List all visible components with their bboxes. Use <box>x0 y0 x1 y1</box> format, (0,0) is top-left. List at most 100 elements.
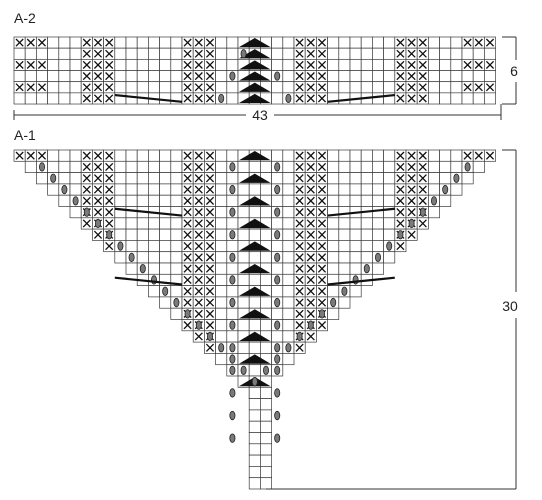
cross-stitch-icon <box>396 241 405 251</box>
grid-cell <box>24 92 37 105</box>
grid-cell <box>237 319 250 332</box>
cross-stitch-icon <box>183 298 192 307</box>
grid-cell <box>450 81 463 94</box>
cross-stitch-icon <box>194 241 203 251</box>
cross-stitch-icon <box>418 72 427 81</box>
yarn-over-icon <box>229 410 236 421</box>
cross-stitch-icon <box>105 83 114 92</box>
grid-cell <box>47 149 60 162</box>
cross-stitch-icon <box>194 219 203 228</box>
grid-cell <box>136 149 149 162</box>
grid-cell <box>215 330 228 343</box>
grid-cell <box>260 409 272 422</box>
grid-cell <box>383 47 396 60</box>
grid-cell <box>148 58 160 71</box>
cross-stitch-icon <box>194 162 203 172</box>
cross-stitch-icon <box>15 151 24 160</box>
cross-stitch-icon <box>26 38 35 47</box>
grid-cell <box>327 307 340 320</box>
cross-stitch-icon <box>15 83 24 92</box>
grid-cell <box>327 81 340 94</box>
cross-stitch-icon <box>306 38 315 47</box>
cross-stitch-icon <box>306 230 315 239</box>
triangle-decrease-icon <box>239 49 271 59</box>
grid-cell <box>114 36 127 49</box>
grid-cell <box>372 172 384 185</box>
grid-cell <box>282 172 295 185</box>
grid-cell <box>170 194 183 207</box>
yarn-over-icon <box>106 230 113 240</box>
grid-cell <box>69 149 82 162</box>
grid-cell <box>372 92 384 105</box>
yarn-over-icon <box>274 252 281 263</box>
slant-line-icon <box>327 93 395 103</box>
cross-stitch-icon <box>183 94 192 103</box>
grid-cell <box>439 194 452 207</box>
yarn-over-icon <box>229 320 236 330</box>
cross-stitch-icon <box>295 38 304 47</box>
chart-a2-symbols <box>15 38 495 104</box>
grid-cell <box>215 307 228 320</box>
grid-cell <box>327 70 340 83</box>
cross-stitch-icon <box>105 72 114 81</box>
grid-cell <box>360 36 373 49</box>
cross-stitch-icon <box>183 264 192 273</box>
grid-cell <box>349 240 362 253</box>
cross-stitch-icon <box>317 94 327 103</box>
grid-cell <box>472 160 485 173</box>
slant-line-icon <box>327 207 395 217</box>
grid-cell <box>360 183 373 196</box>
grid-cell <box>69 206 82 219</box>
grid-cell <box>248 296 261 309</box>
yarn-over-icon <box>117 241 124 251</box>
grid-cell <box>248 466 261 479</box>
grid-cell <box>282 81 295 94</box>
grid-cell <box>383 36 396 49</box>
cross-stitch-icon <box>306 219 315 228</box>
grid-cell <box>226 149 239 162</box>
grid-cell <box>372 194 384 207</box>
cross-stitch-icon <box>93 94 103 103</box>
cross-stitch-icon <box>407 72 416 81</box>
cross-stitch-icon <box>205 264 215 273</box>
cross-stitch-icon <box>407 60 416 69</box>
cross-stitch-icon <box>93 72 103 81</box>
grid-cell <box>47 47 60 60</box>
triangle-decrease-icon <box>239 286 271 296</box>
yarn-over-icon <box>206 331 213 342</box>
yarn-over-icon <box>162 286 169 296</box>
cross-stitch-icon <box>194 275 203 285</box>
grid-cell <box>136 194 149 207</box>
cross-stitch-icon <box>105 241 114 251</box>
grid-cell <box>125 70 138 83</box>
grid-cell <box>237 206 250 219</box>
cross-stitch-icon <box>407 174 416 183</box>
grid-cell <box>159 81 172 94</box>
grid-cell <box>428 92 440 105</box>
yarn-over-icon <box>39 162 46 172</box>
grid-cell <box>383 183 396 196</box>
cross-stitch-icon <box>205 60 215 69</box>
grid-cell <box>170 228 183 241</box>
grid-cell <box>338 160 351 173</box>
grid-cell <box>159 240 172 253</box>
yarn-over-icon <box>229 433 236 443</box>
cross-stitch-icon <box>306 332 315 341</box>
cross-stitch-icon <box>183 230 192 239</box>
grid-cell <box>47 160 60 173</box>
grid-cell <box>349 149 362 162</box>
grid-cell <box>282 47 295 60</box>
grid-cell <box>260 466 272 479</box>
grid-cell <box>360 160 373 173</box>
cross-stitch-icon <box>396 208 405 217</box>
grid-cell <box>148 36 160 49</box>
yarn-over-icon <box>229 252 236 263</box>
grid-cell <box>237 296 250 309</box>
cross-stitch-icon <box>407 151 416 160</box>
cross-stitch-icon <box>317 196 327 205</box>
grid-cell <box>148 228 160 241</box>
grid-cell <box>360 47 373 60</box>
chart-a2-title: A-2 <box>14 10 36 26</box>
cross-stitch-icon <box>183 72 192 81</box>
cross-stitch-icon <box>93 185 103 194</box>
